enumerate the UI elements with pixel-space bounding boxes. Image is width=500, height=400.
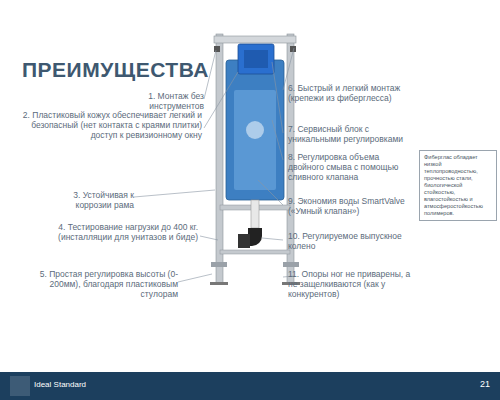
callout-text: 5. Простая регулировка высоты (0-200мм),… — [36, 269, 178, 299]
callout-text: 8. Регулировка объема двойного смыва с п… — [288, 152, 406, 182]
logo-badge — [246, 121, 264, 139]
flush-pipe — [251, 200, 259, 228]
footer-bar — [0, 372, 500, 400]
service-window — [244, 50, 268, 68]
foot-plate — [210, 282, 228, 285]
callout-text: 3. Устойчивая к коррозии рама — [44, 190, 134, 210]
note-box: Фиберглас обладает низкой теплопроводнос… — [419, 150, 497, 221]
leader-lines — [134, 48, 294, 282]
callout-text: 1. Монтаж без инструментов — [112, 91, 204, 111]
callout-text: 7. Сервисный блок с уникальными регулиро… — [288, 124, 414, 144]
left-rail — [216, 34, 223, 284]
callout-text: 4. Тестирование нагрузки до 400 кг. (инс… — [26, 222, 198, 242]
cistern-panel — [234, 90, 276, 190]
lower-bar — [220, 250, 290, 254]
slide-title: ПРЕИМУЩЕСТВА — [22, 58, 209, 82]
page-number: 21 — [440, 379, 490, 390]
outlet-pipe — [238, 234, 250, 248]
brand-logo: Ideal Standard — [34, 380, 124, 389]
foot — [283, 262, 299, 267]
top-bar — [214, 36, 296, 43]
callout-text: 9. Экономия воды SmartValve («Умный клап… — [288, 196, 416, 216]
foot — [211, 262, 227, 267]
bracket — [214, 46, 220, 52]
logo-mark — [10, 376, 30, 396]
callout-text: 2. Пластиковый кожух обеспечивает легкий… — [22, 110, 202, 140]
outlet-elbow — [248, 228, 262, 246]
callout-text: 10. Регулируемое выпускное колено — [288, 231, 406, 251]
cistern — [226, 60, 284, 200]
callout-text: 6. Быстрый и легкий монтаж (крепежи из ф… — [288, 83, 416, 103]
service-block — [238, 44, 274, 74]
note-text: Фиберглас обладает низкой теплопроводнос… — [424, 154, 492, 217]
callout-text: 11. Опоры ног не приварены, а не защелки… — [288, 269, 418, 299]
